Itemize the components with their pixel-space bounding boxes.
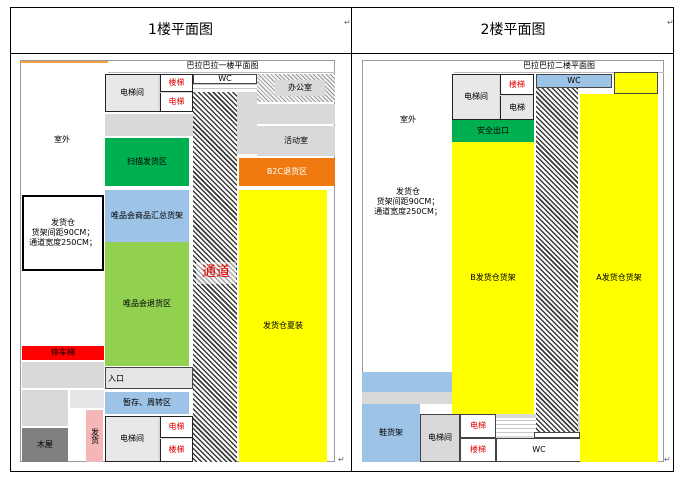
floor1-title: 巴拉巴拉一楼平面图 xyxy=(186,61,259,70)
floor1-entrance-box xyxy=(105,367,193,389)
floor1-right-gray xyxy=(237,92,257,154)
floor2-shoe-rack: 鞋货架 xyxy=(362,404,420,462)
paragraph-mark: ↵ xyxy=(667,18,674,27)
floor1-elevator-bottom: 电梯 xyxy=(160,417,192,438)
floor1-stairs-top: 楼梯 xyxy=(160,75,192,92)
floor1-b2c-return-area: B2C退货区 xyxy=(239,158,335,186)
floor1-vip-goods-area: 唯品会商品汇总货架 xyxy=(105,190,189,242)
floor2-elevator-top: 电梯 xyxy=(500,96,533,119)
floor1-gray-band xyxy=(105,114,193,136)
floor2-elevator-room-bottom: 电梯间 xyxy=(420,414,460,462)
floor1-top-orange-line xyxy=(20,61,108,63)
floor1-activity-room: 活动室 xyxy=(257,126,335,156)
floor2-outdoor: 室外 xyxy=(400,115,416,124)
floor1-wc: WC xyxy=(193,74,257,84)
floor2-title-underline xyxy=(454,72,664,73)
floor2-stairs-top: 楼梯 xyxy=(500,75,533,95)
floor1-shipping-warehouse: 发货仓 货架间距90CM； 通道宽度250CM； xyxy=(22,195,104,271)
floor2-wc-top: WC xyxy=(536,74,612,88)
floor1-elevator-room-top: 电梯间 xyxy=(106,75,158,111)
floor2-safety-exit: 安全出口 xyxy=(452,120,534,142)
floor1-parking-ramp: 停车梯 xyxy=(22,346,104,360)
floor2-gray-strip xyxy=(362,392,452,404)
floor2-elevator-bottom: 电梯 xyxy=(460,414,496,438)
floor1-header: 1楼平面图 xyxy=(148,21,213,38)
floor1-gray-strip-1 xyxy=(22,362,104,388)
floor2-bottom-stripes xyxy=(496,418,536,436)
floor1-temp-storage: 暂存、周转区 xyxy=(105,392,189,414)
floor1-summer-goods: 发货仓夏装 xyxy=(239,190,327,462)
floor2-aisle-end xyxy=(534,432,580,438)
floor1-wood-house: 木屋 xyxy=(22,428,68,462)
floor2-yellow-corner xyxy=(614,72,658,94)
floor1-outdoor: 室外 xyxy=(54,135,70,144)
floor2-b-shelf: B发货仓货架 xyxy=(452,142,534,414)
floor1-entrance: 入口 xyxy=(108,374,124,383)
floor1-title-underline xyxy=(108,72,335,73)
floor1-office: 办公室 xyxy=(275,80,325,96)
floor1-stairs-bottom: 楼梯 xyxy=(160,439,192,461)
paragraph-mark: ↵ xyxy=(664,455,671,464)
floor2-header: 2楼平面图 xyxy=(480,21,546,38)
header-row-divider xyxy=(10,53,674,54)
paragraph-mark: ↵ xyxy=(344,18,351,27)
floor1-aisle-label: 通道 xyxy=(196,262,236,284)
floor1-vip-return-area: 唯品会退货区 xyxy=(105,242,189,366)
floor1-gray-right-mid xyxy=(257,104,335,124)
floor2-title: 巴拉巴拉二楼平面图 xyxy=(523,61,595,70)
floor2-a-shelf: A发货仓货架 xyxy=(580,94,658,462)
floor1-elevator-top: 电梯 xyxy=(160,93,192,111)
floor1-scan-ship-area: 扫描发货区 xyxy=(105,138,189,186)
floor1-pink-box: 发货 xyxy=(86,410,103,462)
floor2-blue-strip xyxy=(362,372,452,392)
floor1-elevator-room-bottom: 电梯间 xyxy=(106,417,158,461)
floor1-gray-strip-2 xyxy=(22,390,68,426)
column-divider xyxy=(351,7,352,472)
outer-table xyxy=(10,7,674,472)
floor1-gray-strip-3 xyxy=(70,390,104,408)
floor2-stairs-bottom: 楼梯 xyxy=(460,438,496,462)
floor2-wc-bottom: WC xyxy=(496,438,582,462)
floor1-wc-stripes xyxy=(193,84,257,92)
floor2-shipping-warehouse: 发货仓 货架间距90CM； 通道宽度250CM； xyxy=(374,187,442,216)
floor2-aisle xyxy=(536,88,578,432)
paragraph-mark: ↵ xyxy=(338,455,345,464)
floor2-elevator-room-top: 电梯间 xyxy=(453,75,499,119)
